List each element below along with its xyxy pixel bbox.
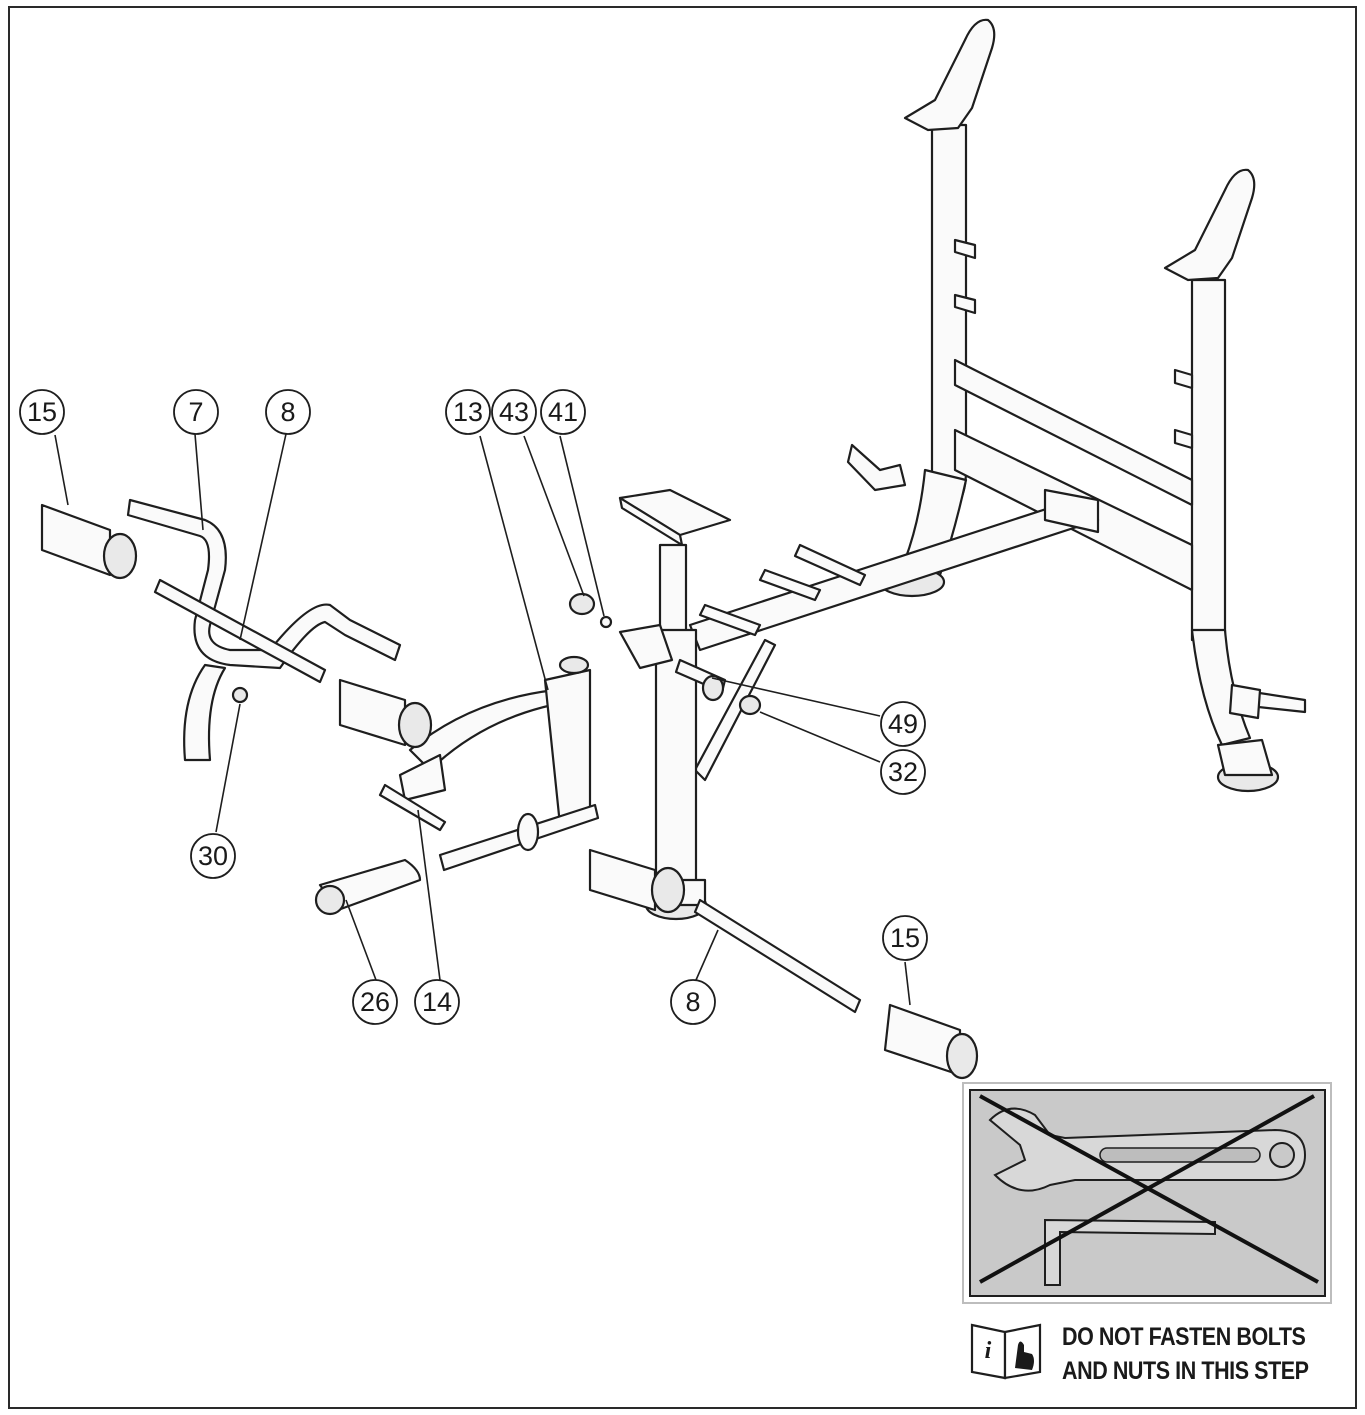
leg-extension-13 [398, 655, 592, 827]
warning-line-1: DO NOT FASTEN BOLTS [1062, 1323, 1306, 1351]
callouts: 15 7 8 13 43 41 49 32 [19, 389, 928, 1025]
callout-8-lower: 8 [670, 979, 716, 1025]
svg-text:49: 49 [888, 709, 918, 739]
callout-14: 14 [414, 979, 460, 1025]
svg-text:32: 32 [888, 757, 918, 787]
svg-text:14: 14 [422, 987, 452, 1017]
callout-30: 30 [190, 833, 236, 879]
svg-text:8: 8 [685, 987, 700, 1017]
svg-text:41: 41 [548, 397, 578, 427]
warning-line-2: AND NUTS IN THIS STEP [1062, 1357, 1309, 1385]
callout-13: 13 [445, 389, 491, 435]
svg-text:43: 43 [499, 397, 529, 427]
crossed-out-wrench-icon [962, 1082, 1332, 1304]
rear-frame [846, 18, 1307, 793]
callout-15-right: 15 [882, 915, 928, 961]
svg-text:8: 8 [280, 397, 295, 427]
callout-32: 32 [880, 749, 926, 795]
callout-15-left: 15 [19, 389, 65, 435]
svg-text:13: 13 [453, 397, 483, 427]
svg-text:i: i [985, 1338, 992, 1364]
small-hardware [231, 592, 762, 832]
callout-43: 43 [491, 389, 537, 435]
svg-text:15: 15 [890, 923, 920, 953]
svg-text:15: 15 [27, 397, 57, 427]
callout-26: 26 [352, 979, 398, 1025]
svg-text:7: 7 [188, 397, 203, 427]
handle-7 [126, 498, 402, 762]
main-beam [688, 488, 1100, 782]
svg-text:30: 30 [198, 841, 228, 871]
svg-text:26: 26 [360, 987, 390, 1017]
info-manual-icon: i [970, 1323, 1042, 1380]
callout-41: 41 [540, 389, 586, 435]
center-post [618, 488, 732, 921]
lower-rods [40, 503, 979, 1080]
callout-7: 7 [173, 389, 219, 435]
callout-49: 49 [880, 701, 926, 747]
warning-note: DO NOT FASTEN BOLTS AND NUTS IN THIS STE… [1062, 1320, 1311, 1388]
leader-lines [54, 433, 911, 1006]
callout-8-upper: 8 [265, 389, 311, 435]
